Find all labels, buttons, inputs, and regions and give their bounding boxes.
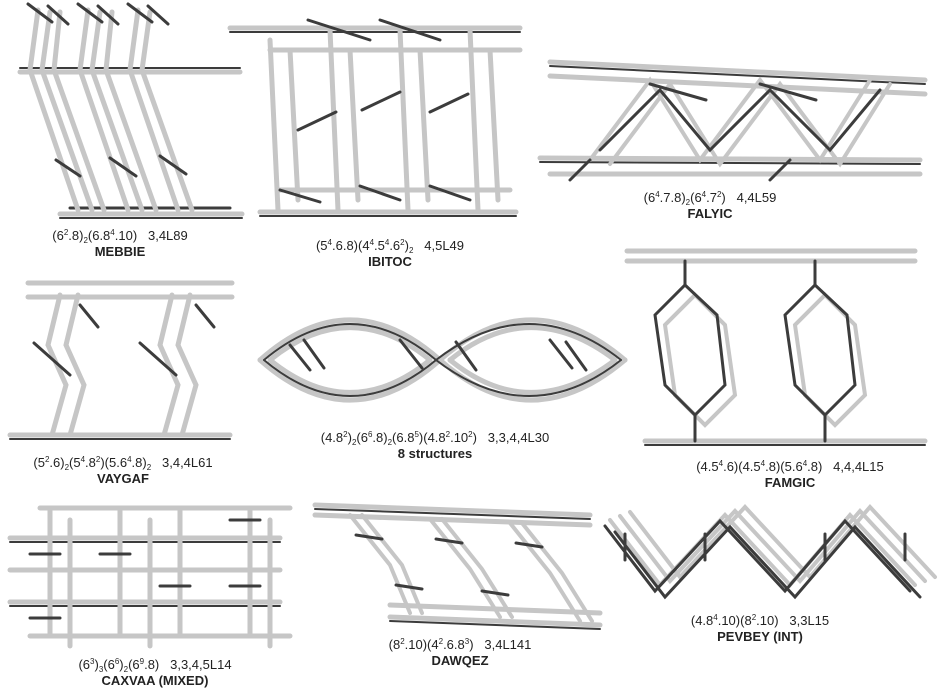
panel-ibitoc: (54.6.8)(44.54.62)2 4,5L49 IBITOC [220,0,540,290]
code-eight-structures: 8 structures [397,446,473,461]
net-diagram-pevbey [603,503,937,600]
formula-dawqez: (82.10)(42.6.83) 3,4L141 [388,637,532,652]
net-diagram-ibitoc [227,18,523,217]
net-diagram-eight-structures [257,317,628,403]
panel-falyic: (64.7.8)2(64.72) 4,4L59 FALYIC [530,40,930,240]
net-diagram-caxvaa [7,505,293,649]
code-famgic: FAMGIC [764,475,816,490]
net-diagram-dawqez [312,502,603,630]
formula-eight-structures: (4.82)2(66.8)2(6.85)(4.82.102) 3,3,4,4L3… [320,430,550,447]
code-caxvaa: CAXVAA (MIXED) [101,673,209,688]
code-dawqez: DAWQEZ [431,653,489,668]
formula-ibitoc: (54.6.8)(44.54.62)2 4,5L49 [315,238,465,255]
panel-dawqez: (82.10)(42.6.83) 3,4L141 DAWQEZ [310,495,610,695]
caption-eight-structures: (4.82)2(66.8)2(6.85)(4.82.102) 3,3,4,4L3… [270,430,600,462]
caption-vaygaf: (52.6)2(54.82)(5.64.8)2 3,4,4L61 VAYGAF [0,455,248,487]
panel-eight-structures: (4.82)2(66.8)2(6.85)(4.82.102) 3,3,4,4L3… [250,290,640,480]
code-vaygaf: VAYGAF [96,471,149,486]
formula-falyic: (64.7.8)2(64.72) 4,4L59 [643,190,777,207]
formula-caxvaa: (63)3(66)2(69.8) 3,3,4,5L14 [78,657,232,674]
code-mebbie: MEBBIE [94,244,146,259]
panel-mebbie: (62.8)2(6.84.10) 3,4L89 MEBBIE [0,0,250,270]
panel-caxvaa: (63)3(66)2(69.8) 3,3,4,5L14 CAXVAA (MIXE… [0,490,310,699]
panel-famgic: (4.54.6)(4.54.8)(5.64.8) 4,4,4L15 FAMGIC [624,245,935,491]
formula-pevbey: (4.84.10)(82.10) 3,3L15 [690,613,830,628]
caption-famgic: (4.54.6)(4.54.8)(5.64.8) 4,4,4L15 FAMGIC [655,459,925,491]
net-diagram-falyic [537,59,928,182]
formula-famgic: (4.54.6)(4.54.8)(5.64.8) 4,4,4L15 [696,459,884,474]
net-diagram-vaygaf [7,280,235,440]
panel-vaygaf: (52.6)2(54.82)(5.64.8)2 3,4,4L61 VAYGAF [0,275,250,500]
code-falyic: FALYIC [687,206,733,221]
formula-mebbie: (62.8)2(6.84.10) 3,4L89 [52,228,188,245]
caption-mebbie: (62.8)2(6.84.10) 3,4L89 MEBBIE [20,228,220,260]
caption-ibitoc: (54.6.8)(44.54.62)2 4,5L49 IBITOC [270,238,510,270]
code-ibitoc: IBITOC [368,254,412,269]
formula-vaygaf: (52.6)2(54.82)(5.64.8)2 3,4,4L61 [33,455,213,472]
caption-falyic: (64.7.8)2(64.72) 4,4L59 FALYIC [610,190,810,222]
caption-pevbey: (4.84.10)(82.10) 3,3L15 PEVBEY (INT) [645,613,875,645]
panel-pevbey: (4.84.10)(82.10) 3,3L15 PEVBEY (INT) [603,490,940,660]
net-diagram-famgic [624,248,928,446]
net-diagram-mebbie [17,2,245,219]
caption-dawqez: (82.10)(42.6.83) 3,4L141 DAWQEZ [350,637,570,669]
caption-caxvaa: (63)3(66)2(69.8) 3,3,4,5L14 CAXVAA (MIXE… [20,657,290,689]
code-pevbey: PEVBEY (INT) [717,629,803,644]
